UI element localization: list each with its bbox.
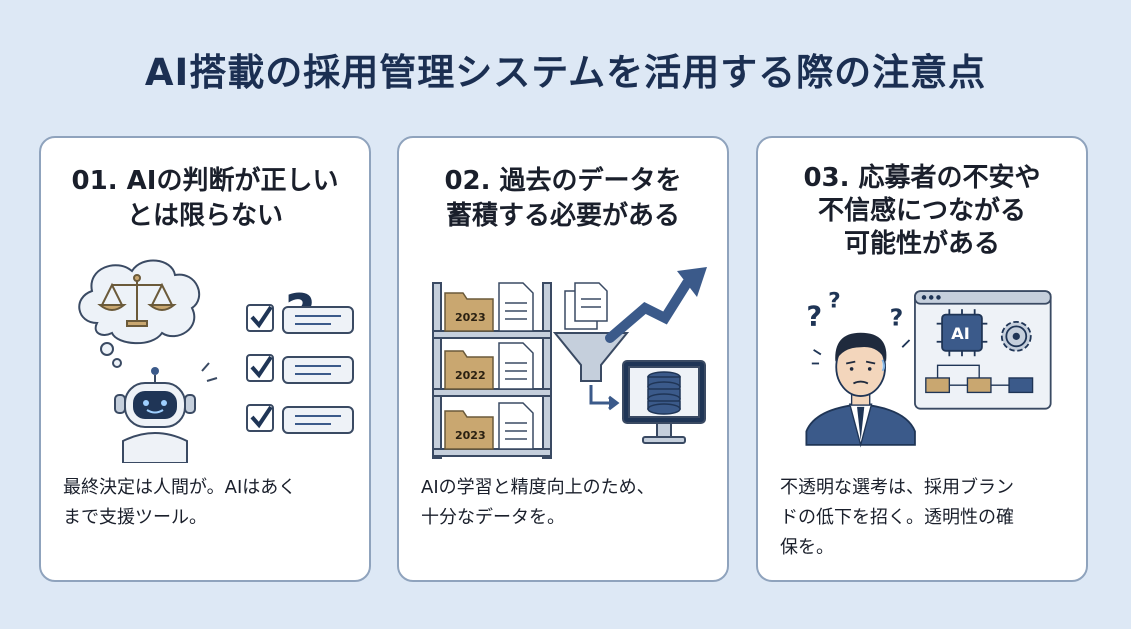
card-body-line: ドの低下を招く。透明性の確: [780, 507, 1014, 528]
card-title-line: 可能性がある: [843, 229, 1000, 259]
card-title-line: 02. 過去のデータを: [444, 166, 682, 196]
question-mark-icon: ? ? ?: [806, 288, 903, 332]
card-ai-judgment: 01. AIの判断が正しい とは限らない: [39, 136, 371, 582]
document-icon: [564, 282, 608, 330]
worried-person-icon: [805, 332, 916, 448]
card-title: 03. 応募者の不安や 不信感につながる 可能性がある: [758, 162, 1086, 261]
card-body-line: 最終決定は人間が。AIはあく: [63, 477, 297, 498]
card-body-line: AIの学習と精度向上のため、: [421, 477, 655, 498]
card-title: 02. 過去のデータを 蓄積する必要がある: [399, 164, 727, 234]
card-data-accumulation: 02. 過去のデータを 蓄積する必要がある 2023 2022 2023: [397, 136, 729, 582]
card-applicant-anxiety: 03. 応募者の不安や 不信感につながる 可能性がある ? ? ?: [756, 136, 1088, 582]
card-title-line: 03. 応募者の不安や: [803, 163, 1041, 193]
card-body-line: 不透明な選考は、採用ブラン: [780, 477, 1014, 498]
data-accumulation-illustration: 2023 2022 2023: [432, 267, 707, 459]
gear-icon: [1000, 320, 1032, 352]
svg-text:?: ?: [890, 303, 904, 331]
arrow-down-right-icon: [589, 385, 620, 411]
card-title-line: とは限らない: [126, 201, 283, 231]
card-body: 最終決定は人間が。AIはあく まで支援ツール。: [63, 473, 351, 533]
card-title-line: 蓄積する必要がある: [445, 201, 680, 231]
trend-arrow-icon: [605, 267, 707, 343]
folder-label: 2023: [455, 429, 486, 442]
ai-chip-label: AI: [951, 324, 970, 343]
svg-text:?: ?: [828, 288, 841, 313]
scales-icon: [97, 274, 177, 327]
funnel-icon: [552, 332, 630, 382]
card-body-line: 十分なデータを。: [421, 507, 565, 528]
svg-text:?: ?: [806, 301, 822, 332]
shelf-icon: [432, 282, 552, 459]
robot-icon: [114, 362, 218, 463]
folder-label: 2023: [455, 311, 486, 324]
checklist-icon: [246, 304, 354, 434]
applicant-anxiety-illustration: ? ? ?: [805, 288, 1052, 448]
folder-label: 2022: [455, 369, 486, 382]
ai-judgment-illustration: ?: [78, 259, 354, 463]
database-icon: [647, 371, 681, 415]
ai-chip-icon: [936, 309, 988, 357]
card-title: 01. AIの判断が正しい とは限らない: [41, 164, 369, 234]
card-body: AIの学習と精度向上のため、 十分なデータを。: [421, 473, 709, 533]
card-body-line: 保を。: [780, 537, 834, 558]
card-title-line: 01. AIの判断が正しい: [71, 166, 339, 196]
document-icon: [498, 282, 534, 450]
page-title: AI搭載の採用管理システムを活用する際の注意点: [144, 51, 987, 94]
flowchart-icon: [925, 364, 1034, 394]
card-body-line: まで支援ツール。: [63, 507, 207, 528]
folder-icon: [444, 292, 494, 450]
card-body: 不透明な選考は、採用ブラン ドの低下を招く。透明性の確 保を。: [780, 473, 1068, 563]
thought-bubble-icon: [78, 259, 201, 368]
card-title-line: 不信感につながる: [817, 196, 1026, 226]
